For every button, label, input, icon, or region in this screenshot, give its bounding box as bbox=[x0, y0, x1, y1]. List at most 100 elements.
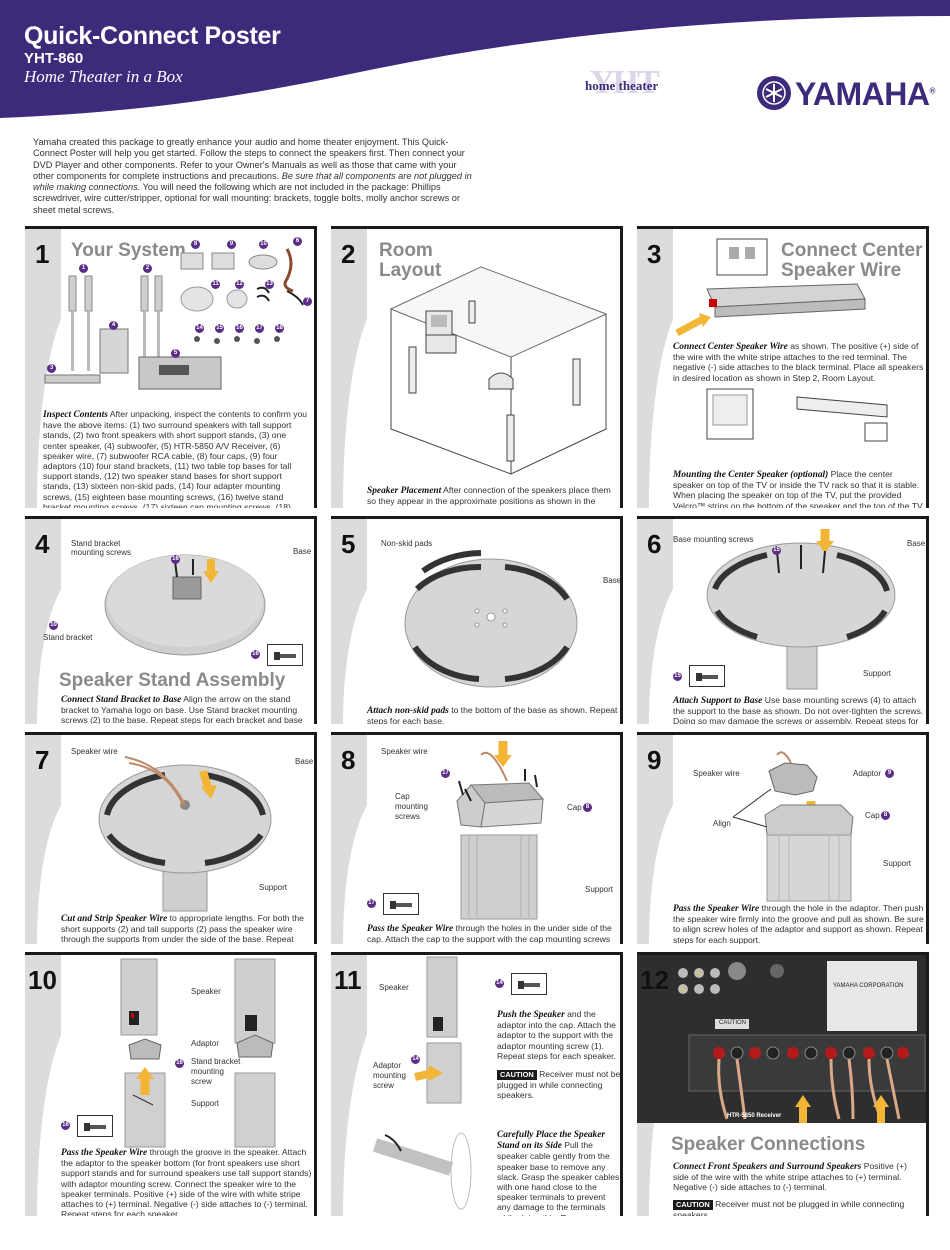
caution-badge: CAUTION bbox=[673, 1200, 713, 1210]
step-title: Your System bbox=[71, 240, 186, 261]
model-number: YHT-860 bbox=[24, 50, 84, 67]
step-number: 6 bbox=[647, 529, 662, 559]
stand-bracket-illustration bbox=[104, 554, 266, 656]
step-body: Connect Stand Bracket to Base Align the … bbox=[61, 694, 303, 724]
item-badge: 12 bbox=[235, 280, 244, 289]
step-tab bbox=[331, 955, 367, 1216]
label-base: Base bbox=[603, 576, 622, 585]
label-stand-bracket-mounting-screw: Stand bracket mounting screw bbox=[191, 1057, 241, 1086]
label-support: Support bbox=[863, 669, 892, 678]
step-body: Push the Speaker and the adaptor into th… bbox=[497, 1009, 616, 1061]
item-badge: 10 bbox=[259, 240, 268, 249]
step-body: Cut and Strip Speaker Wire to appropriat… bbox=[61, 913, 304, 944]
label-stand-bracket: Stand bracket bbox=[43, 633, 93, 642]
label-cap-mounting-screws: Cap mounting screws bbox=[395, 792, 428, 821]
header-band: Quick-Connect Poster YHT-860 Home Theate… bbox=[0, 0, 950, 120]
item-badge: 18 bbox=[275, 324, 284, 333]
label-support: Support bbox=[585, 885, 614, 894]
step-tab bbox=[637, 735, 673, 944]
screw-16-callout bbox=[267, 644, 303, 666]
step-6-panel: 6 Base mounting screws 15 Base 15 Suppor… bbox=[637, 516, 929, 724]
step-body: Attach Support to Base Use base mounting… bbox=[673, 695, 924, 724]
step-body: Connect Center Speaker Wire as shown. Th… bbox=[673, 341, 924, 383]
part-badge: 9 bbox=[885, 769, 894, 778]
part-badge: 15 bbox=[673, 672, 682, 681]
item-badge: 14 bbox=[195, 324, 204, 333]
caution-note: CAUTION Receiver must not be plugged in … bbox=[497, 1069, 621, 1101]
step-tab bbox=[331, 229, 367, 508]
label-cap: Cap bbox=[567, 803, 582, 812]
caution-note: CAUTION Receiver must not be plugged in … bbox=[673, 1199, 905, 1216]
item-badge: 4 bbox=[109, 321, 118, 330]
step-tab bbox=[25, 955, 61, 1216]
step-number: 7 bbox=[35, 745, 50, 775]
item-badge: 15 bbox=[215, 324, 224, 333]
item-badge: 3 bbox=[47, 364, 56, 373]
step-body: Pass the Speaker Wire through the hole i… bbox=[673, 903, 924, 944]
base-support-illustration bbox=[706, 529, 896, 690]
step-body: Speaker Placement After connection of th… bbox=[367, 485, 611, 508]
step-8-panel: 8 Speaker wire 17 Cap mounting screws Ca… bbox=[331, 732, 623, 944]
step-4-panel: 4 Stand bracket mounting screws 16 Base … bbox=[25, 516, 317, 724]
step-tab bbox=[25, 519, 61, 724]
tuning-fork-icon bbox=[757, 76, 791, 110]
cut-strip-wire-illustration bbox=[98, 756, 272, 912]
label-base: Base bbox=[295, 757, 314, 766]
step-tab bbox=[331, 735, 367, 944]
part-badge: 8 bbox=[583, 803, 592, 812]
step-number: 4 bbox=[35, 529, 50, 559]
screw-14-callout bbox=[511, 973, 547, 995]
yht-logo-mark: YHT bbox=[590, 64, 660, 101]
part-badge: 15 bbox=[772, 546, 781, 555]
label-support: Support bbox=[883, 859, 912, 868]
yht-logo: YHT home theater bbox=[585, 64, 675, 108]
step-tab bbox=[637, 519, 673, 724]
step-tab bbox=[25, 229, 61, 508]
label-speaker: Speaker bbox=[379, 983, 409, 992]
cap-assembly-illustration bbox=[456, 741, 545, 920]
caution-badge: CAUTION bbox=[497, 1070, 537, 1080]
part-badge: 17 bbox=[441, 769, 450, 778]
step-body: Pass the Speaker Wire through the groove… bbox=[61, 1147, 312, 1216]
part-badge: 16 bbox=[171, 555, 180, 564]
step-number: 5 bbox=[341, 529, 356, 559]
step-11-panel: 11 Speaker 14 Adaptor mounting screw 14 … bbox=[331, 952, 623, 1216]
screw-17-callout bbox=[383, 893, 419, 915]
label-base-mounting-screws: Base mounting screws bbox=[673, 535, 754, 544]
receiver-label: HTR-5850 Receiver bbox=[727, 1113, 782, 1119]
item-badge: 17 bbox=[255, 324, 264, 333]
step-number: 3 bbox=[647, 239, 662, 269]
step-body: Connect Front Speakers and Surround Spea… bbox=[673, 1161, 907, 1193]
label-align: Align bbox=[713, 819, 731, 828]
yamaha-logo: YAMAHA® bbox=[757, 76, 935, 116]
receiver-back-panel-illustration bbox=[637, 955, 926, 1123]
receiver-brand: YAMAHA CORPORATION bbox=[833, 983, 904, 989]
step-body: Inspect Contents After unpacking, inspec… bbox=[43, 409, 308, 508]
item-badge: 7 bbox=[303, 297, 312, 306]
item-badge: 16 bbox=[235, 324, 244, 333]
item-badge: 9 bbox=[227, 240, 236, 249]
item-badge: 8 bbox=[191, 240, 200, 249]
label-adaptor-mounting-screw: Adaptor mounting screw bbox=[373, 1061, 406, 1090]
label-adaptor: Adaptor bbox=[191, 1039, 220, 1048]
part-badge: 14 bbox=[411, 1055, 420, 1064]
item-badge: 5 bbox=[171, 349, 180, 358]
label-stand-bracket-screws: Stand bracket mounting screws bbox=[71, 539, 132, 557]
part-badge: 17 bbox=[367, 899, 376, 908]
item-badge: 13 bbox=[265, 280, 274, 289]
step-tab bbox=[331, 519, 367, 724]
step-body: Pass the Speaker Wire through the holes … bbox=[367, 923, 612, 944]
label-cap: Cap bbox=[865, 811, 880, 820]
label-support: Support bbox=[259, 883, 288, 892]
part-badge: 10 bbox=[49, 621, 58, 630]
step-number: 11 bbox=[334, 965, 362, 995]
step-5-panel: 5 Non-skid pads Base Attach non-skid pad… bbox=[331, 516, 623, 724]
part-badge: 8 bbox=[881, 811, 890, 820]
center-speaker-illustration bbox=[675, 238, 888, 442]
step-12-panel: 12 YAMAHA CORPORATION CAUTION HTR-5850 R… bbox=[637, 952, 929, 1216]
screw-16-callout bbox=[77, 1115, 113, 1137]
step-10-panel: 10 Speaker Adaptor 16 Stand bracket moun… bbox=[25, 952, 317, 1216]
receiver-caution-label: CAUTION bbox=[719, 1020, 746, 1026]
yamaha-wordmark: YAMAHA® bbox=[795, 76, 935, 112]
